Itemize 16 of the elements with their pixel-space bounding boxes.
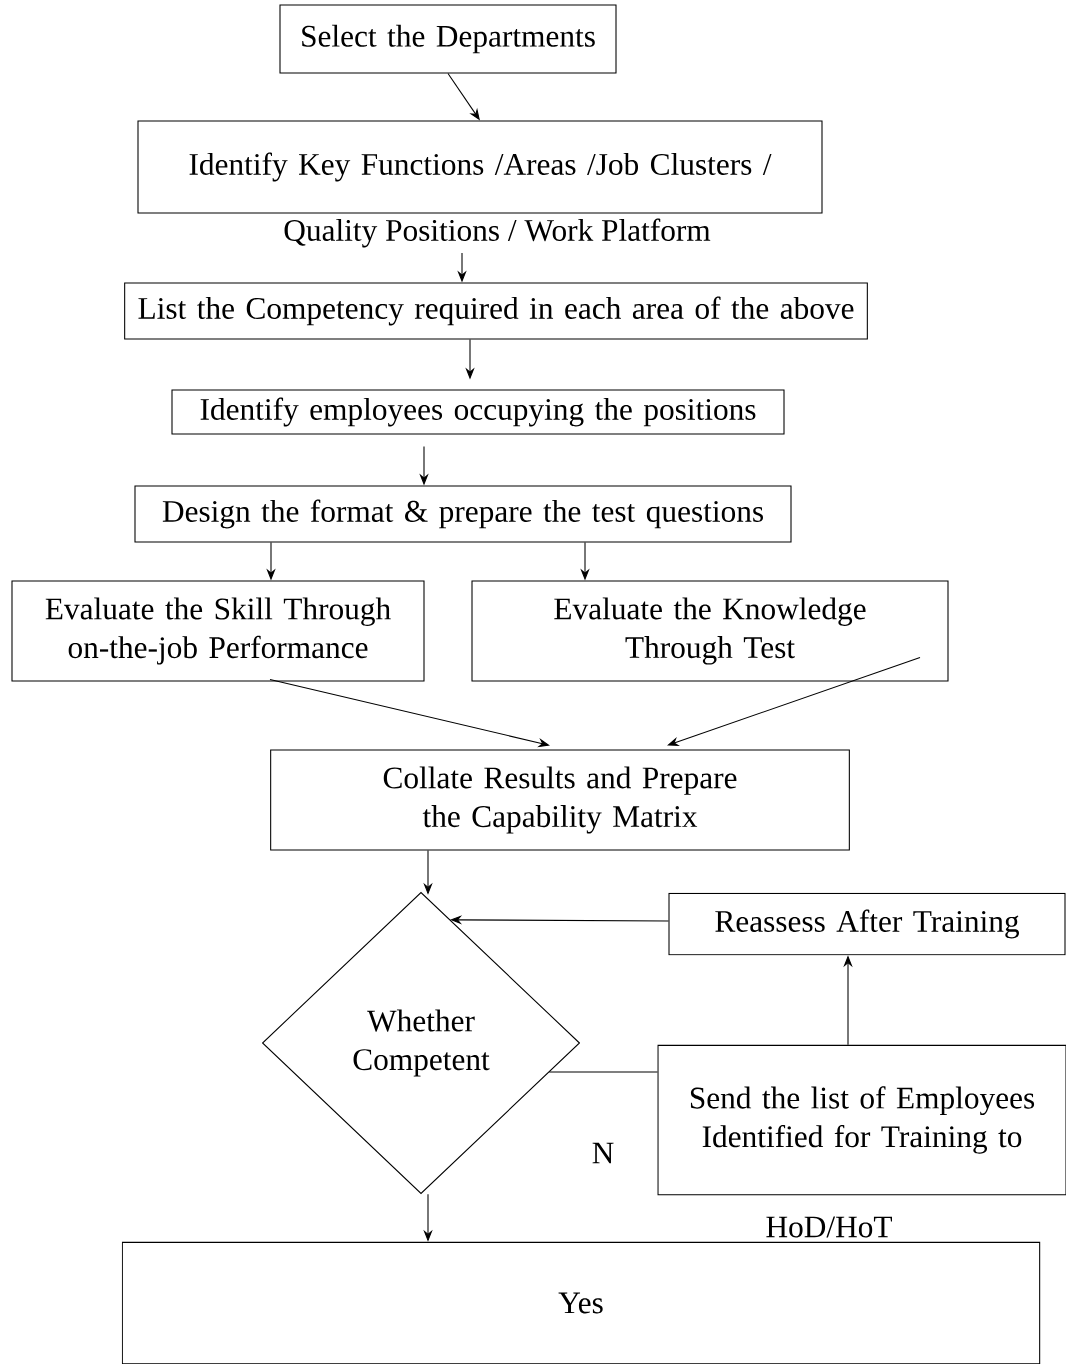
arrow — [450, 915, 669, 925]
box-caption: Quality Positions / Work Platform — [284, 218, 711, 248]
process-box: Collate Results and Prepare the Capability Matrix — [270, 749, 850, 851]
process-box: List the Competency required in each area of the above — [124, 282, 868, 340]
edge-label: N — [590, 1141, 616, 1165]
process-box: Send the list of Employees Identified for Training to — [657, 1044, 1066, 1196]
process-box: Yes — [121, 1241, 1041, 1364]
box-caption: HoD/HoT — [766, 1216, 892, 1238]
process-box: Design the format & prepare the test questions — [134, 485, 792, 543]
process-box: Identify Key Functions /Areas /Job Clusters / — [137, 120, 823, 214]
process-box: Reassess After Training — [668, 892, 1066, 956]
arrow — [667, 657, 921, 746]
process-box: Evaluate the Skill Through on-the-job Performance — [11, 580, 425, 682]
process-box: Identify employees occupying the positions — [171, 389, 785, 435]
process-box: Evaluate the Knowledge Through Test — [471, 580, 949, 682]
process-box: Select the Departments — [279, 4, 617, 74]
